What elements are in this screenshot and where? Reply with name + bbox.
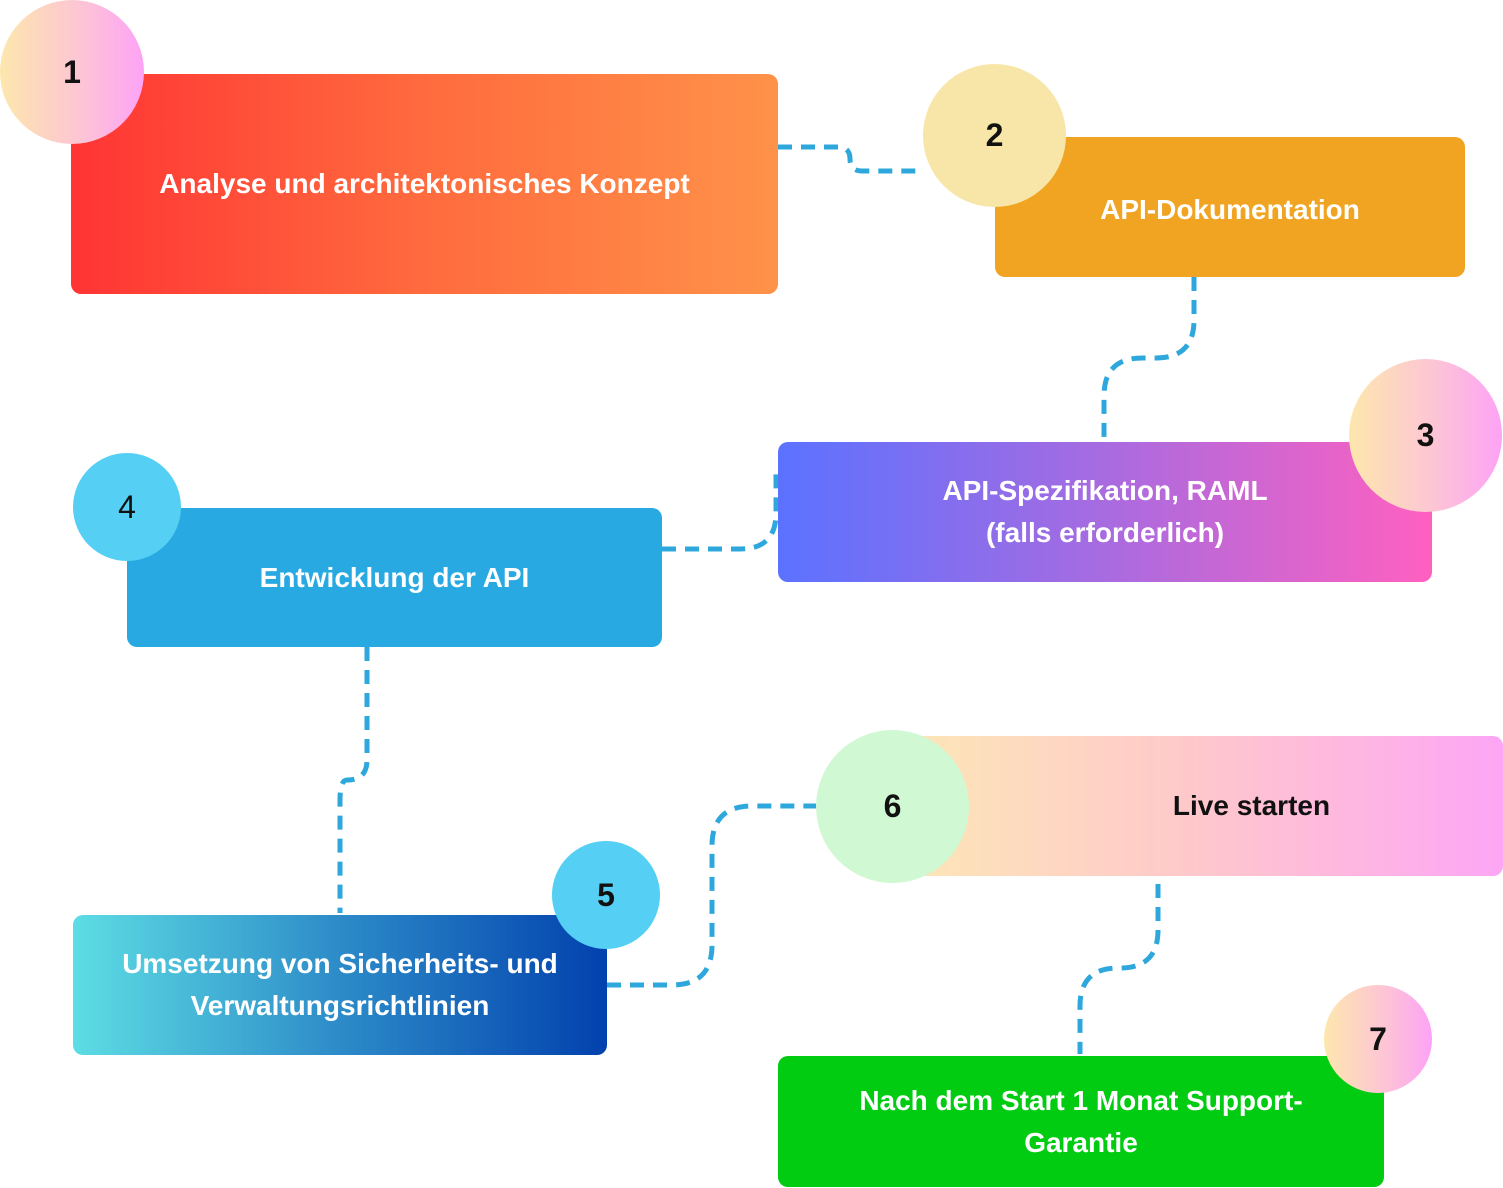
step-3-label: API-Spezifikation, RAML (falls erforderl…: [942, 475, 1268, 548]
step-5-number-badge: 5: [552, 841, 660, 949]
step-4-box: Entwicklung der API: [127, 508, 662, 647]
step-3-number-badge: 3: [1349, 359, 1502, 512]
step-1-box: Analyse und architektonisches Konzept: [71, 74, 778, 294]
connector-6-7: [1077, 884, 1161, 1054]
step-2-box: API-Dokumentation: [995, 137, 1465, 277]
step-3-box: API-Spezifikation, RAML (falls erforderl…: [778, 442, 1432, 582]
step-4-label: Entwicklung der API: [259, 561, 530, 593]
step-7-box: Nach dem Start 1 Monat Support- Garantie: [778, 1056, 1384, 1187]
step-5-label: Umsetzung von Sicherheits- und Verwaltun…: [122, 948, 558, 1021]
step-6-label: Live starten: [1172, 790, 1331, 821]
step-7-number-badge: 7: [1324, 985, 1432, 1093]
connector-1-2: [778, 144, 923, 174]
step-6-box: Live starten: [900, 736, 1503, 876]
step-6-number-badge: 6: [816, 730, 969, 883]
step-1-label: Analyse und architektonisches Konzept: [159, 168, 690, 199]
step-1-number-badge: 1: [0, 0, 144, 144]
connector-5-6: [607, 803, 816, 988]
step-2-number-badge: 2: [923, 64, 1066, 207]
step-2-label: API-Dokumentation: [1100, 194, 1360, 225]
step-4-number-badge: 4: [73, 453, 181, 561]
connector-4-5: [337, 647, 370, 913]
step-7-label: Nach dem Start 1 Monat Support- Garantie: [859, 1084, 1303, 1158]
connector-2-3: [1101, 277, 1197, 440]
connector-3-4: [662, 470, 779, 552]
step-5-box: Umsetzung von Sicherheits- und Verwaltun…: [73, 915, 607, 1055]
